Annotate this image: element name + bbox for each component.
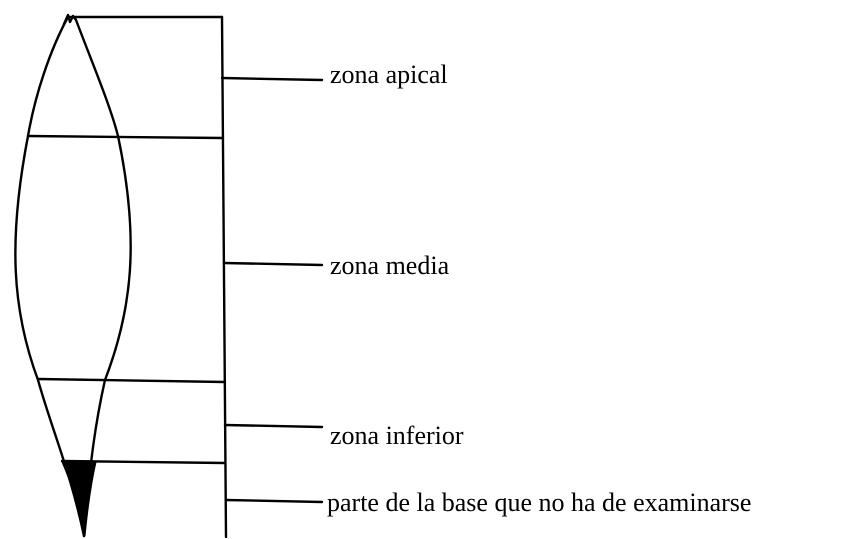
leader-lines (220, 76, 324, 504)
division-line-apical-media (26, 134, 225, 140)
division-line-inferior-base (60, 459, 227, 465)
leader-line-apical (220, 76, 324, 82)
zone-division-lines (26, 134, 227, 465)
label-base-no-examinar: parte de la base que no ha de examinarse (327, 488, 751, 517)
leader-line-base (224, 498, 324, 504)
leader-line-media (222, 261, 324, 267)
label-zona-media: zona media (330, 251, 450, 280)
rectangle-right-edge (220, 15, 228, 539)
label-zona-apical: zona apical (330, 60, 448, 89)
label-zona-inferior: zona inferior (330, 421, 464, 450)
leaf-left-edge (14, 15, 86, 538)
division-line-media-inferior (36, 377, 227, 384)
leaf-tip (62, 13, 78, 26)
leaf-base-shaded (61, 461, 97, 537)
leader-line-inferior (223, 423, 324, 429)
leaf-outline (14, 13, 132, 538)
leaf-right-edge (74, 18, 132, 538)
reference-rectangle (66, 15, 228, 539)
